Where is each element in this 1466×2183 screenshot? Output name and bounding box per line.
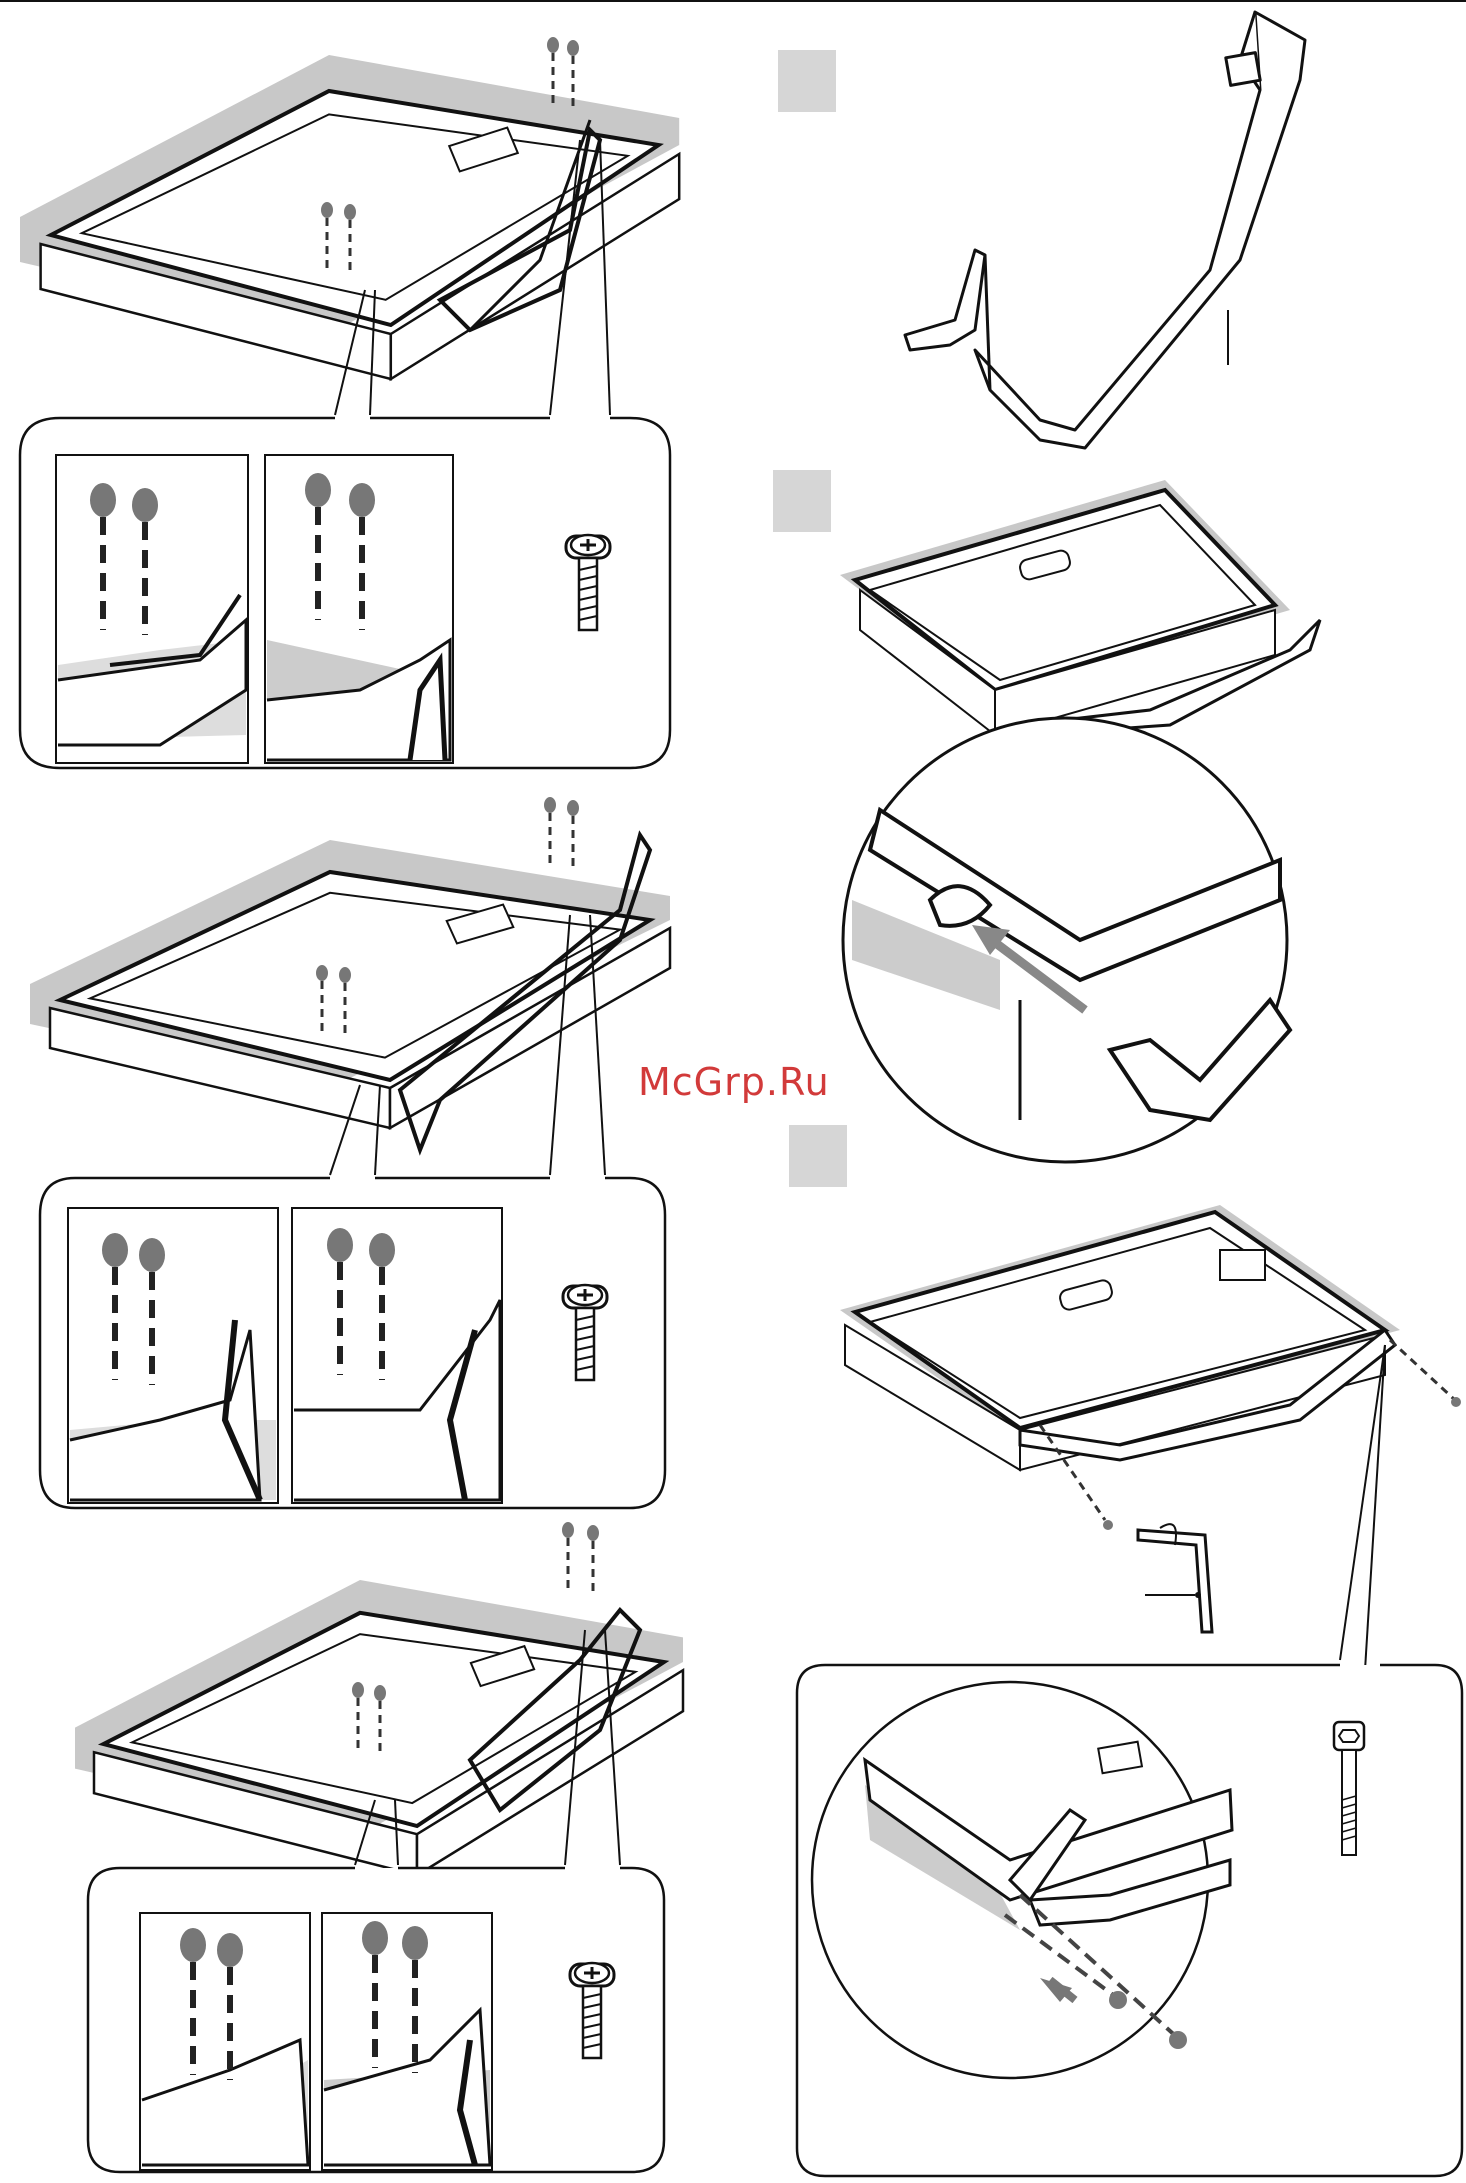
- insert-detail-circle: [843, 718, 1290, 1162]
- tv-rear-screw-fix-icon: [840, 1205, 1461, 1670]
- callout-panel-3: [88, 1868, 664, 2172]
- step-badge-1: [778, 50, 836, 112]
- stand-base-icon: [905, 12, 1305, 448]
- callout-panel-2: [40, 1178, 665, 1508]
- tv-rear-stand-insert-icon: [840, 480, 1320, 735]
- step-badge-2: [773, 470, 831, 532]
- callout-panel-1: [20, 418, 670, 768]
- allen-key-icon: [1138, 1524, 1212, 1632]
- tv-rear-bracket-screw-icon: [30, 797, 670, 1175]
- watermark-text: McGrp.Ru: [638, 1060, 830, 1104]
- step-badge-3: [789, 1125, 847, 1187]
- tv-rear-bracket-screw-icon: [20, 37, 679, 415]
- tv-rear-bracket-screw-icon: [75, 1522, 683, 1875]
